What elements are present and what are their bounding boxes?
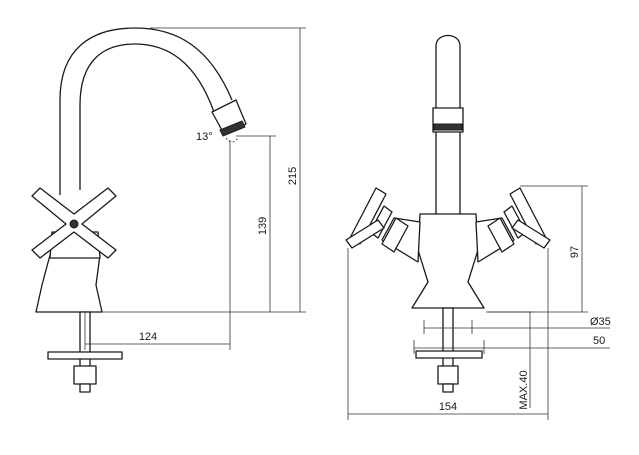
label-97: 97	[569, 246, 581, 258]
label-max-40: MAX.40	[518, 370, 530, 409]
label-139: 139	[257, 217, 269, 235]
spout-inner-outline	[79, 43, 215, 190]
spout-outer-outline	[59, 27, 233, 195]
dimension-50: 50	[413, 335, 610, 354]
dimension-154: 154	[347, 248, 549, 420]
left-cross-handle-bar	[345, 219, 385, 249]
label-215: 215	[287, 167, 299, 185]
aerator-outlet	[219, 120, 246, 137]
shank-end-front	[442, 383, 454, 393]
right-cross-handle	[509, 187, 547, 245]
front-view: 97 Ø35 50 MAX.40 154	[345, 34, 611, 420]
label-diameter-35: Ø35	[590, 316, 611, 328]
dimension-total-height: 215	[102, 27, 306, 313]
side-view: 215 139 13° 124	[31, 27, 306, 393]
label-154: 154	[439, 401, 457, 413]
label-50: 50	[593, 335, 605, 347]
shank-end-side	[79, 383, 91, 393]
right-cross-handle-bar	[511, 219, 551, 249]
dimension-diameter: Ø35	[423, 316, 611, 334]
dimension-outlet-height: 139	[236, 135, 276, 312]
mounting-washer-side	[47, 351, 123, 360]
dimension-reach: 124	[84, 140, 231, 350]
aerator-outlet-front	[433, 123, 463, 131]
left-cross-handle	[349, 187, 387, 245]
left-valve-collar	[381, 217, 409, 253]
mounting-nut-front	[437, 365, 459, 385]
faucet-body-front	[411, 213, 485, 309]
dimension-max-40: MAX.40	[488, 311, 534, 410]
handle-hub	[69, 219, 79, 229]
right-valve-collar	[487, 217, 515, 253]
spray-arc	[225, 137, 239, 143]
label-124: 124	[139, 331, 157, 343]
faucet-body-side	[35, 254, 103, 313]
mounting-washer-front	[415, 350, 483, 359]
mounting-nut-side	[73, 365, 97, 385]
label-13-degrees: 13°	[196, 131, 213, 143]
